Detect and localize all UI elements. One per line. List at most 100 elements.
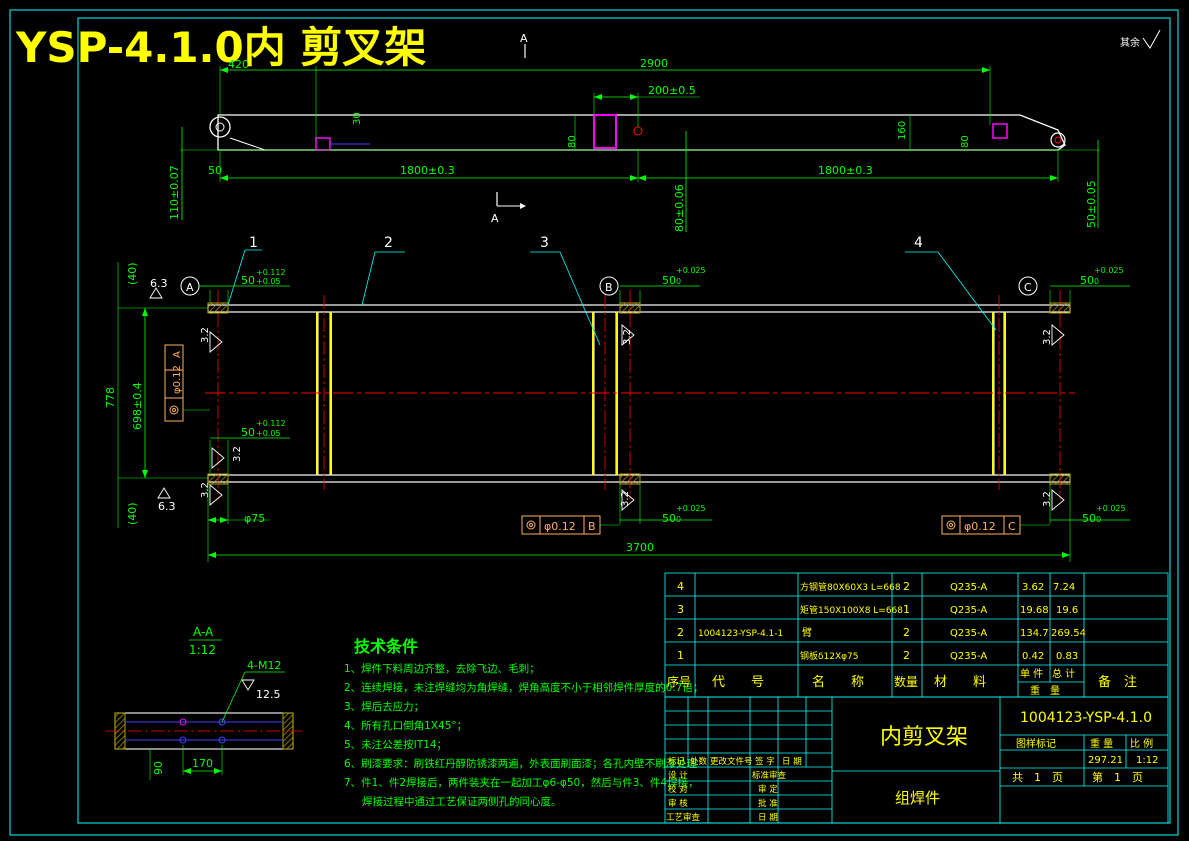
- dim-420: 420: [228, 58, 249, 71]
- tech-line-4: 4、所有孔口倒角1X45°；: [344, 719, 467, 732]
- dim-50d-tol-lower: 0: [676, 515, 681, 524]
- bom-head-mat: 材 料: [934, 675, 986, 690]
- bom-head-name: 名 称: [812, 674, 864, 690]
- pivot-hole-right-inner: [1054, 136, 1062, 144]
- rev-col-mark: 标记: [668, 756, 686, 767]
- drawing-title: YSP-4.1.0内 剪叉架: [15, 23, 426, 72]
- concentricity-symbol-b-inner: [529, 523, 533, 527]
- dim-40-bottom: (40): [126, 502, 139, 525]
- tech-line-3: 3、焊后去应力；: [344, 700, 424, 713]
- scale-header: 比 例: [1130, 737, 1153, 750]
- part-type: 组焊件: [895, 789, 940, 807]
- tech-line-8: 焊接过程中通过工艺保证两侧孔的同心度。: [362, 795, 562, 808]
- dim-698: 698±0.4: [131, 382, 144, 430]
- bom-mat: Q235-A: [950, 582, 987, 593]
- pivot-hole-left: [209, 116, 231, 138]
- leader-1: [227, 249, 246, 306]
- bom-rows: 4 方钢管80X60X3 L=668 2 Q235-A 3.62 7.24 3 …: [667, 580, 1137, 697]
- bom-total: 19.6: [1056, 605, 1078, 616]
- roughness-32a: 3.2: [200, 327, 211, 343]
- section-letter-top: A: [520, 32, 528, 45]
- sign-standard: 标准审查: [752, 770, 787, 781]
- concentricity-symbol-a-inner: [172, 408, 176, 412]
- title-block-lines: [664, 696, 1169, 824]
- sheet-number: 第 1 页: [1092, 770, 1143, 784]
- roughness-63-top: 6.3: [150, 277, 168, 290]
- bom-unit: 0.42: [1022, 651, 1044, 662]
- bom-mat: Q235-A: [950, 628, 987, 639]
- dim-1800a: 1800±0.3: [400, 164, 455, 177]
- datum-frame-a: [164, 344, 184, 422]
- sign-approve: 审 定: [758, 784, 778, 795]
- balloon-4: 4: [914, 235, 923, 251]
- roughness-32f: 3.2: [1042, 329, 1053, 345]
- roughness-corner-label: 其余: [1120, 36, 1140, 49]
- roughness-32g: 3.2: [1042, 491, 1053, 507]
- dim-50f-tol-upper: +0.025: [1096, 504, 1126, 513]
- tech-requirements: 技术条件 1、焊件下料周边齐整，去除飞边、毛刺； 2、连续焊接，未注焊缝均为角焊…: [344, 637, 703, 808]
- rect-tube-section: [593, 114, 617, 149]
- dim-170: 170: [192, 757, 213, 770]
- inner-frame: [77, 17, 1171, 824]
- roughness-32d-mark: [621, 324, 635, 346]
- bom-head-qty: 数量: [894, 674, 918, 689]
- datum-circle-c: [1018, 276, 1038, 296]
- tech-line-6: 6、刷漆要求：刷铁红丹醇防锈漆两遍，外表面刷面漆；各孔内壁不刷漆处理: [344, 757, 698, 770]
- datum-frame-b-val: φ0.12: [544, 520, 576, 533]
- dim-30: 30: [352, 112, 363, 125]
- bom-code: 1004123-YSP-4.1-1: [698, 629, 783, 639]
- roughness-32c-mark: [209, 484, 223, 506]
- sign-date: 日 期: [758, 813, 778, 823]
- bom-unit: 134.7: [1020, 628, 1049, 639]
- roughness-32d: 3.2: [622, 329, 633, 345]
- datum-circle-b: [599, 276, 619, 296]
- dim-50d-base: 50: [662, 512, 676, 525]
- roughness-32c: 3.2: [200, 482, 211, 498]
- roughness-32g-mark: [1051, 489, 1065, 511]
- dim-50a-tol-upper: +0.112: [256, 268, 286, 277]
- rev-col-doc: 更改文件号: [710, 756, 753, 767]
- bom-unit: 19.68: [1020, 605, 1049, 616]
- dim-110: 110±0.07: [168, 165, 181, 220]
- tech-line-2: 2、连续焊接，未注焊缝均为角焊缝，焊角高度不小于相邻焊件厚度的0.7倍；: [344, 681, 703, 694]
- concentricity-symbol-c: [946, 520, 956, 530]
- outer-frame: [9, 9, 1179, 836]
- weight-header: 重 量: [1090, 737, 1113, 750]
- part-name: 内剪叉架: [880, 725, 968, 750]
- bom-name: 钢板δ12Xφ75: [800, 650, 859, 662]
- datum-label-a: A: [186, 281, 194, 294]
- datum-frame-a-val: φ0.12: [172, 365, 183, 394]
- bom-name: 臂: [802, 626, 812, 639]
- sign-check: 校 对: [668, 784, 688, 795]
- section-letter-bottom: A: [491, 212, 499, 225]
- tech-heading: 技术条件: [354, 637, 418, 656]
- roughness-32e: 3.2: [620, 491, 631, 507]
- bolt-hole-4: [218, 736, 226, 744]
- bom-head-no: 序号: [667, 674, 691, 689]
- dim-50e-tol-lower: 0: [1094, 277, 1099, 286]
- dim-50e-base: 50: [1080, 274, 1094, 287]
- dim-778: 778: [104, 387, 117, 408]
- dim-50e-tol-upper: +0.025: [1094, 266, 1124, 275]
- dim-50b: 50±0.05: [1085, 180, 1098, 228]
- balloon-3: 3: [540, 235, 549, 251]
- bom-name: 方钢管80X60X3 L=668: [800, 581, 901, 593]
- datum-label-c: C: [1024, 281, 1032, 294]
- dim-phi75: φ75: [244, 512, 265, 525]
- scale-value: 1:12: [1136, 755, 1158, 766]
- dim-160: 160: [897, 121, 908, 140]
- datum-frame-c-ref: C: [1008, 520, 1016, 533]
- dim-80a: 80: [567, 135, 578, 148]
- dim-50b-base: 50: [241, 426, 255, 439]
- balloon-1: 1: [249, 235, 258, 251]
- bom-mat: Q235-A: [950, 651, 987, 662]
- bom-head-code: 代 号: [712, 675, 764, 690]
- m12-label: 4-M12: [247, 659, 281, 672]
- roughness-mark-a: [149, 287, 163, 299]
- bom-total: 269.54: [1051, 628, 1086, 639]
- dim-50b-tol-lower: +0.05: [256, 429, 281, 438]
- section-scale: 1:12: [189, 643, 216, 657]
- drawing-number: 1004123-YSP-4.1.0: [1020, 710, 1152, 726]
- dim-3700: 3700: [626, 541, 654, 554]
- bom-table: [664, 572, 1169, 698]
